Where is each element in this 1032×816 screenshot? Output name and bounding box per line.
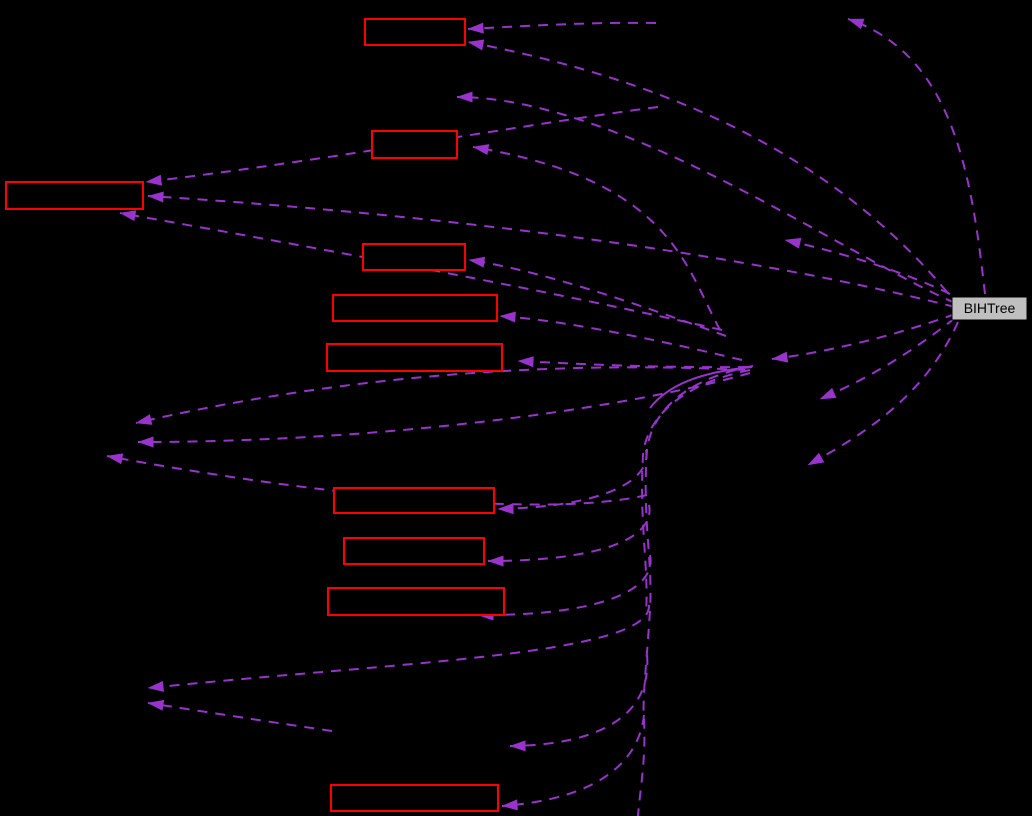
edge-bundle-to-hidden-d-top	[147, 604, 651, 692]
graph-node-box-10[interactable]	[330, 784, 499, 812]
graph-node-box-9[interactable]	[327, 587, 505, 616]
edge-hub-to-hidden-c-middle	[137, 372, 751, 448]
edge-bundle-spine-2	[641, 369, 751, 616]
graph-node-box-5[interactable]	[332, 294, 498, 322]
graph-node-box-2[interactable]	[371, 130, 458, 159]
edge-hub-to-hidden-c-top	[135, 366, 746, 425]
edge-bundle-to-box10	[501, 714, 645, 811]
edge-bihtree-to-box3-middle	[147, 191, 956, 308]
graph-node-box-3[interactable]	[5, 181, 144, 210]
edge-hidden-to-box1-upper	[467, 21, 657, 34]
edge-bundle-bend-solid	[649, 366, 753, 409]
edge-bundle-to-box7	[497, 449, 648, 515]
graph-node-box-4[interactable]	[362, 243, 466, 271]
edge-bundle-spine-1	[637, 365, 754, 816]
edge-bundle-to-hidden-e	[509, 654, 649, 752]
graph-node-box-1[interactable]	[364, 18, 466, 46]
edge-hub-to-box2	[472, 144, 721, 331]
edge-bundle-to-box8	[487, 504, 651, 567]
edge-bihtree-to-hidden-g	[784, 237, 951, 295]
highlight-node-label: BIHTree	[964, 300, 1016, 316]
graph-node-box-8[interactable]	[343, 537, 485, 565]
edge-hub-to-box6	[517, 356, 749, 369]
edge-bihtree-to-hidden-j	[807, 321, 959, 466]
highlight-node-box[interactable]	[951, 296, 1028, 321]
edge-hub-to-box5	[499, 311, 743, 361]
edge-hub-to-box4	[468, 256, 727, 337]
edge-bihtree-to-box1-lower	[467, 39, 948, 293]
edge-bihtree-to-top-right	[847, 18, 986, 295]
graph-node-box-7[interactable]	[333, 487, 495, 514]
edge-hub-to-box3-bottom	[119, 210, 723, 331]
edge-hidden-to-box3-top	[145, 106, 659, 186]
edge-bihtree-to-hidden-i	[819, 317, 956, 400]
edge-bihtree-to-hub	[771, 313, 956, 363]
edge-hidden-to-hidden-d-bot	[147, 699, 333, 732]
graph-node-box-6[interactable]	[326, 343, 503, 372]
edge-bihtree-to-hidden-a	[456, 91, 956, 304]
graph-node-bihtree[interactable]: BIHTree	[951, 296, 1028, 321]
